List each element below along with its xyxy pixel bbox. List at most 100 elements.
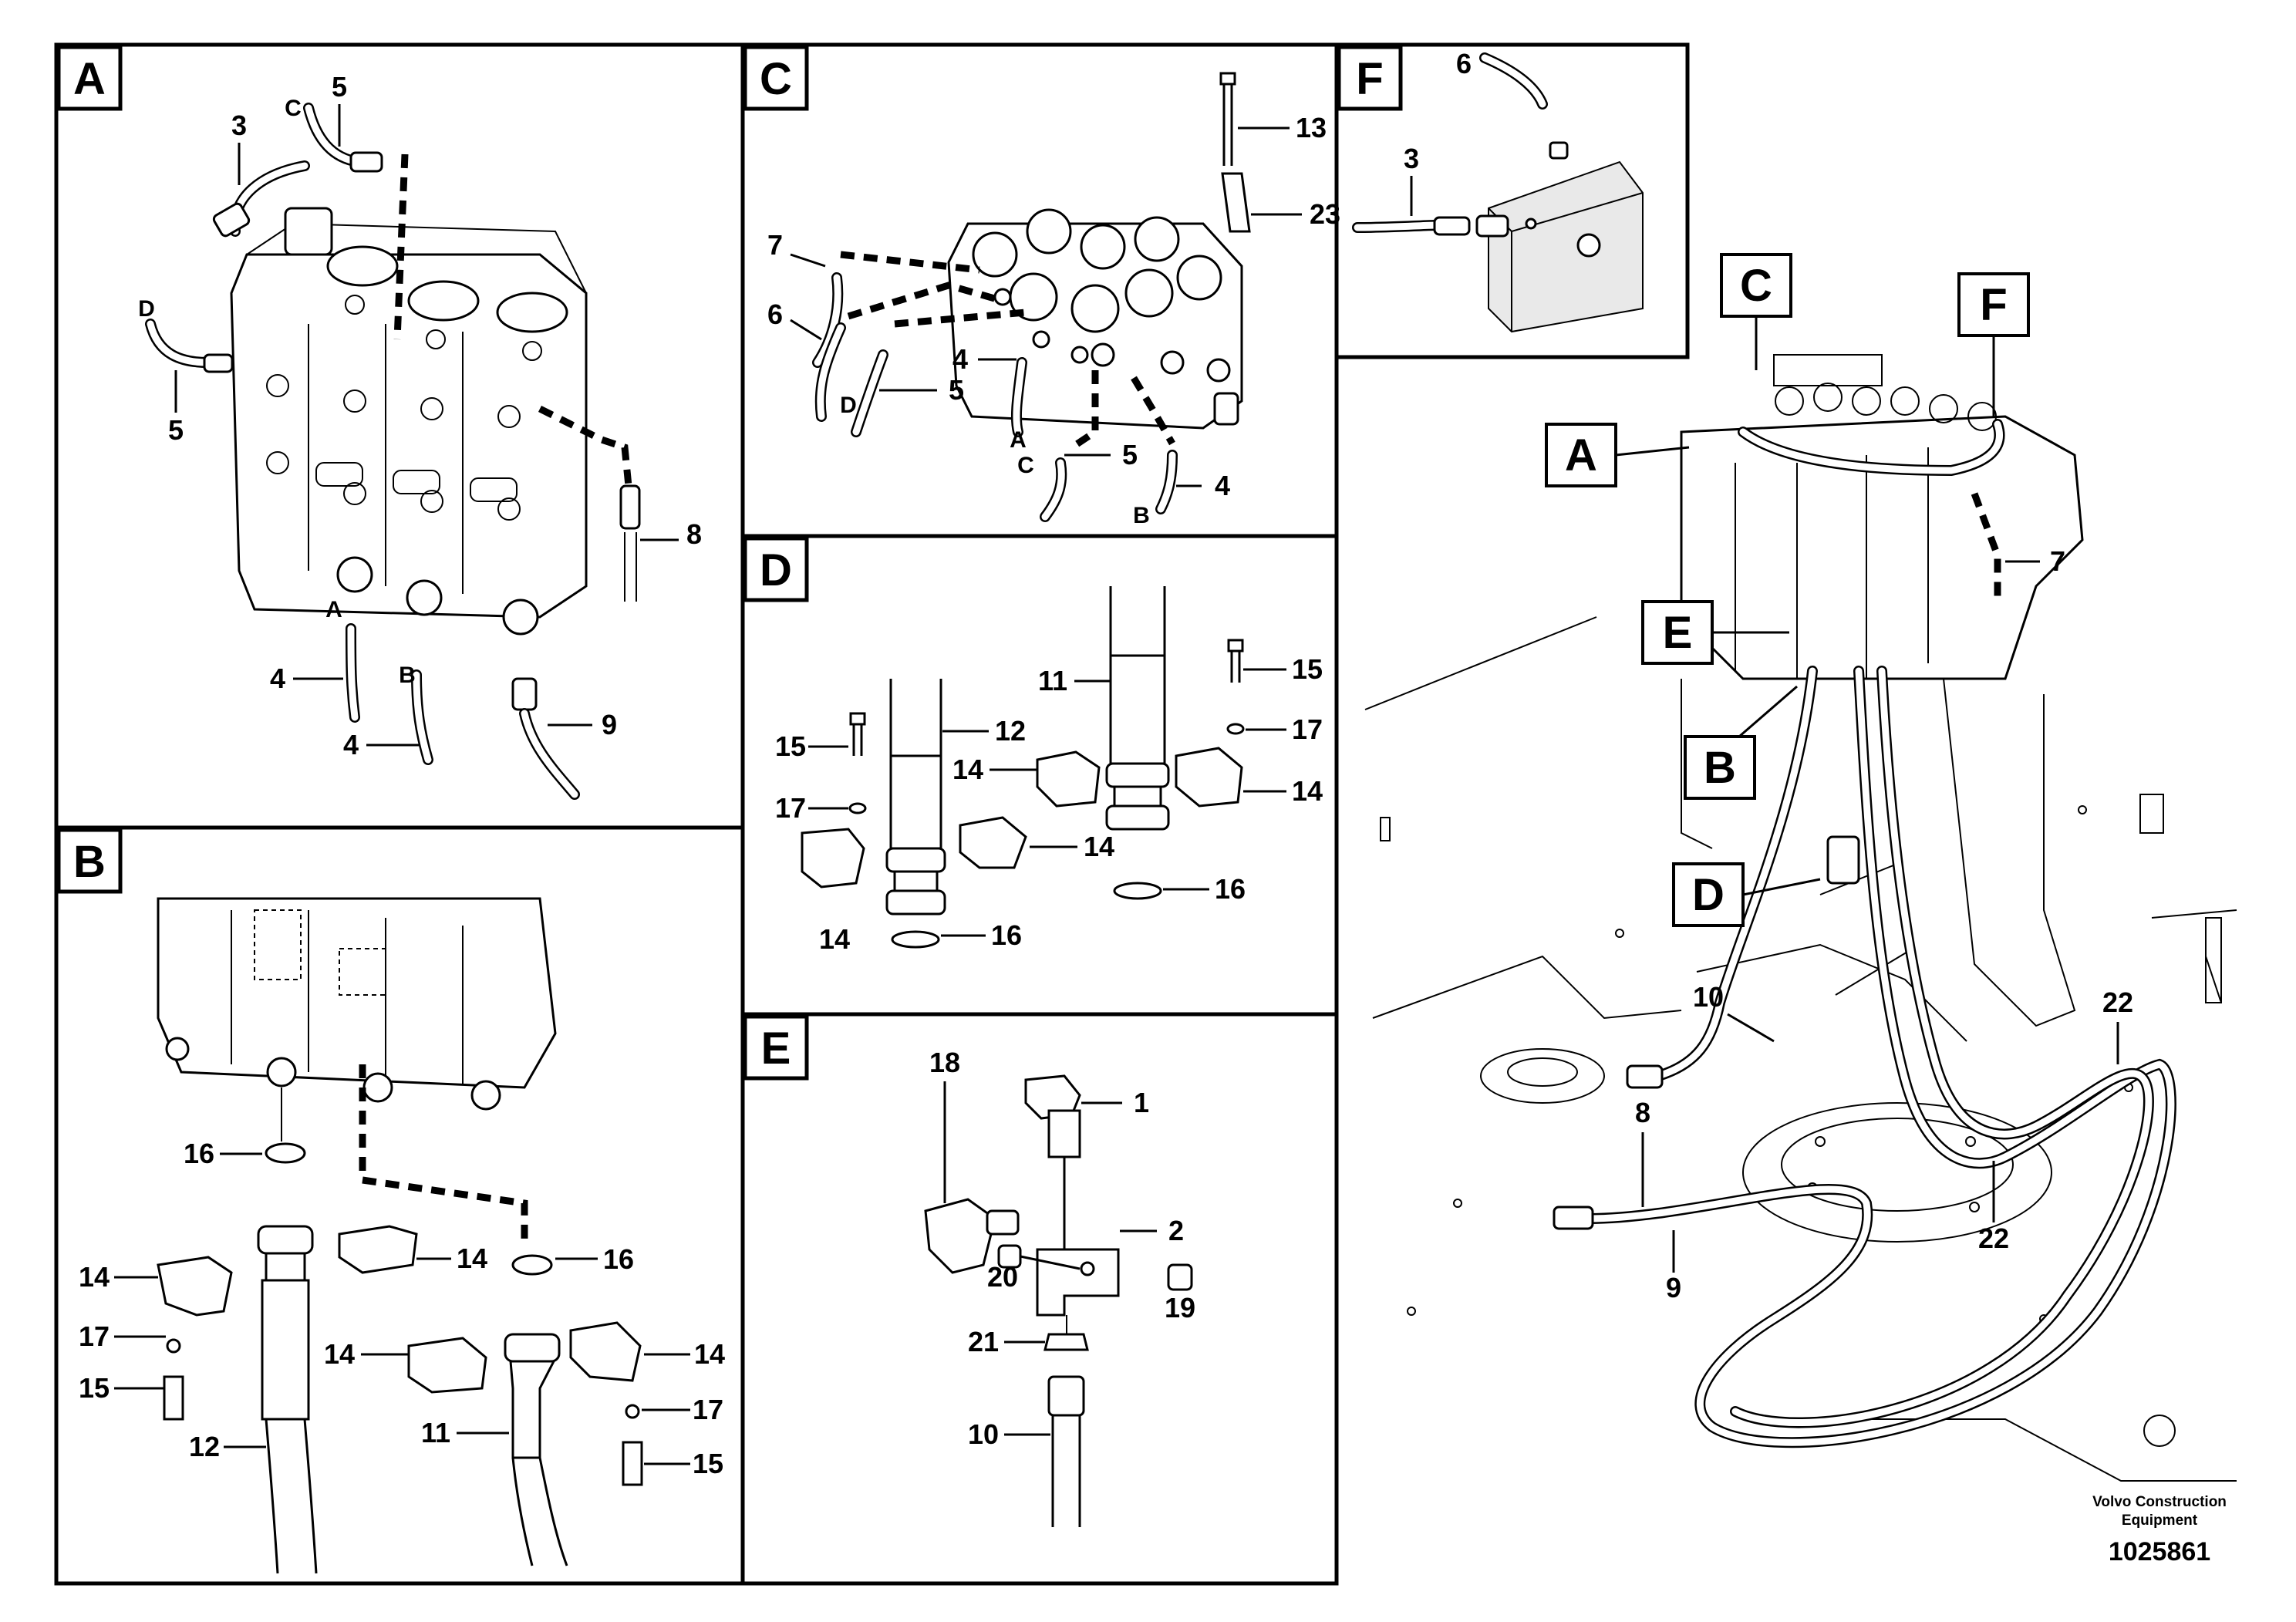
callout-number: 15 — [775, 730, 806, 762]
section-letter: D — [1692, 870, 1725, 920]
callout-number: 14 — [79, 1261, 110, 1293]
callout-number: 17 — [775, 792, 806, 824]
callout-number: 5 — [168, 414, 184, 446]
port-letter: A — [325, 597, 342, 622]
callout-number: 16 — [184, 1138, 214, 1169]
panel-label-e: E — [743, 1014, 809, 1081]
callout-number: 16 — [991, 919, 1022, 951]
callout-number: 17 — [79, 1320, 110, 1352]
callout-number: 17 — [1292, 713, 1323, 745]
section-letter: A — [73, 54, 106, 104]
brand-line-1: Volvo Construction — [2092, 1494, 2227, 1510]
callout-number: 14 — [1292, 775, 1323, 807]
section-letter: E — [1663, 608, 1693, 658]
drawing-number: 1025861 — [2109, 1537, 2210, 1566]
panel-b-callouts: 16 14 14 16 17 15 14 14 12 11 17 15 — [79, 1138, 725, 1479]
callout-number: 11 — [421, 1417, 450, 1448]
panel-d-callouts: 11 12 15 15 17 14 17 14 14 16 14 16 — [775, 653, 1323, 955]
section-letter: A — [1565, 430, 1597, 481]
port-letter: C — [285, 96, 302, 121]
panel-label-a: A — [56, 45, 123, 111]
section-letter: C — [760, 54, 792, 104]
callout-number: 14 — [694, 1338, 725, 1370]
callout-number: 8 — [686, 518, 702, 550]
callout-number: 1 — [1134, 1087, 1149, 1118]
overview-illustration — [1364, 354, 2237, 1482]
callout-number: 22 — [1978, 1222, 2009, 1254]
overview-tag-e: E — [1641, 600, 1789, 665]
callout-number: 9 — [602, 709, 617, 740]
callout-number: 14 — [952, 754, 983, 785]
section-letter: B — [1704, 743, 1736, 793]
overview-callouts: 7 10 22 8 22 9 — [1635, 545, 2133, 1303]
panel-d-illustration — [801, 586, 1245, 949]
section-letter: D — [760, 545, 792, 595]
panel-a-illustration — [145, 103, 641, 800]
brand-block: Volvo Construction Equipment 1025861 — [2092, 1494, 2227, 1566]
callout-number: 18 — [929, 1047, 960, 1078]
overview-tag-d: D — [1672, 862, 1821, 927]
callout-number: 13 — [1296, 112, 1327, 143]
callout-number: 8 — [1635, 1097, 1650, 1128]
callout-number: 4 — [1215, 470, 1230, 501]
callout-number: 4 — [343, 729, 359, 760]
callout-number: 7 — [2050, 545, 2065, 577]
panel-c-callouts: 13 23 7 6 D 5 4 A C 5 4 B — [767, 112, 1340, 528]
callout-number: 14 — [819, 923, 850, 955]
overview-tag-f: F — [1957, 272, 2030, 416]
panel-e-illustration — [924, 1074, 1193, 1527]
callout-number: 21 — [968, 1326, 999, 1357]
callout-number: 14 — [324, 1338, 355, 1370]
callout-number: 16 — [603, 1243, 634, 1275]
port-letter: D — [840, 393, 857, 418]
section-letter: B — [73, 837, 106, 887]
callout-number: 22 — [2102, 986, 2133, 1018]
panel-f-callouts: 6 3 — [1404, 48, 1472, 216]
section-letter: E — [761, 1023, 791, 1074]
callout-number: 9 — [1666, 1272, 1681, 1303]
panel-f-illustration — [1352, 52, 1644, 333]
overview-tag-b: B — [1684, 685, 1798, 800]
callout-number: 12 — [189, 1431, 220, 1462]
callout-number: 20 — [987, 1261, 1018, 1293]
brand-line-2: Equipment — [2122, 1512, 2198, 1529]
callout-number: 10 — [1693, 981, 1724, 1013]
panel-a-callouts: 3 C 5 D 5 8 A 4 B 4 9 — [138, 71, 702, 760]
callout-number: 5 — [1122, 439, 1138, 470]
section-letter: F — [1980, 280, 2007, 330]
callout-number: 10 — [968, 1418, 999, 1450]
callout-number: 5 — [949, 374, 964, 406]
port-letter: C — [1017, 453, 1034, 478]
port-letter: A — [1010, 427, 1027, 453]
callout-number: 6 — [1456, 48, 1472, 79]
port-letter: D — [138, 296, 155, 322]
callout-number: 16 — [1215, 873, 1246, 905]
callout-number: 3 — [1404, 143, 1419, 174]
callout-number: 19 — [1165, 1292, 1195, 1324]
panel-label-b: B — [56, 828, 123, 894]
callout-number: 15 — [1292, 653, 1323, 685]
panel-label-f: F — [1337, 45, 1403, 111]
overview-tag-a: A — [1545, 423, 1690, 487]
callout-number: 15 — [79, 1372, 110, 1404]
section-letter: F — [1356, 54, 1383, 104]
port-letter: B — [1133, 503, 1150, 528]
callout-number: 23 — [1310, 198, 1340, 230]
callout-number: 14 — [457, 1243, 487, 1274]
callout-number: 3 — [231, 110, 247, 141]
panel-frames — [54, 42, 1690, 1586]
panel-c-illustration — [812, 72, 1251, 522]
callout-number: 11 — [1038, 665, 1067, 696]
callout-number: 2 — [1168, 1215, 1184, 1246]
panel-label-c: C — [743, 45, 809, 111]
section-letter: C — [1740, 261, 1772, 311]
overview-tag-c: C — [1720, 253, 1792, 370]
callout-number: 12 — [995, 715, 1026, 747]
callout-number: 4 — [270, 663, 285, 694]
port-letter: B — [399, 663, 416, 688]
callout-number: 15 — [693, 1448, 723, 1479]
callout-number: 4 — [952, 343, 968, 375]
callout-number: 5 — [332, 71, 347, 103]
panel-b-illustration — [157, 897, 643, 1574]
